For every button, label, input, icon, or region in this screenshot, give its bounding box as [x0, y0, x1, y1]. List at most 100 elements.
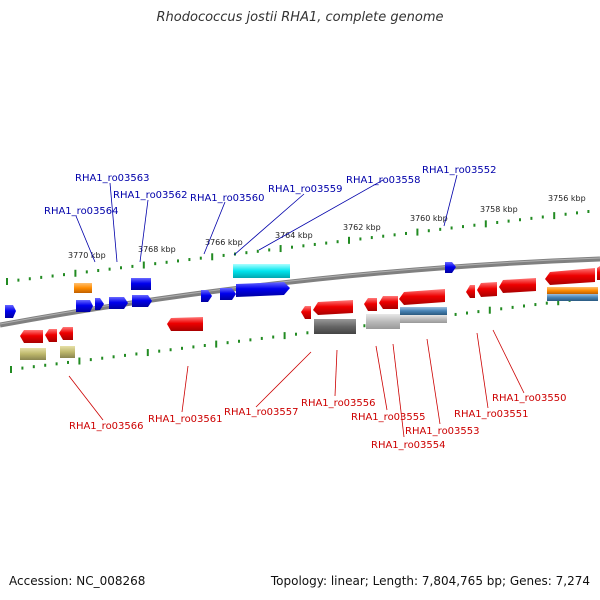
scale-tick — [188, 258, 191, 262]
scale-labels: 3770 kbp 3768 kbp 3766 kbp 3764 kbp 3762… — [68, 194, 586, 260]
gene-box[interactable] — [314, 319, 356, 334]
scale-tick — [576, 211, 578, 215]
scale-tick — [462, 225, 464, 229]
gene-arrow[interactable] — [301, 306, 311, 319]
gene-box[interactable] — [233, 264, 290, 278]
scale-tick — [215, 340, 218, 348]
gene-arrow[interactable] — [76, 300, 93, 312]
scale-tick — [32, 365, 35, 369]
scale-tick — [256, 249, 259, 253]
reverse-labels: RHA1_ro03566 RHA1_ro03561 RHA1_ro03557 R… — [69, 393, 567, 451]
scale-tick — [63, 273, 65, 277]
gene-arrow[interactable] — [45, 329, 57, 342]
scale-tick — [40, 275, 43, 279]
scale-tick — [28, 277, 31, 281]
gene-arrow[interactable] — [236, 282, 290, 297]
reverse-strand-genes — [20, 266, 600, 360]
scale-tick — [313, 242, 316, 246]
topology-text: Topology: linear; Length: 7,804,765 bp; … — [270, 574, 590, 588]
scale-tick — [473, 223, 476, 227]
scale-tick — [587, 210, 590, 213]
gene-arrow[interactable] — [445, 262, 456, 273]
scale-tick — [450, 226, 453, 230]
scale-tick — [272, 335, 275, 339]
gene-box[interactable] — [20, 348, 46, 360]
gene-arrow[interactable] — [59, 327, 73, 340]
gene-arrow[interactable] — [597, 266, 600, 280]
gene-label[interactable]: RHA1_ro03562 — [113, 190, 188, 201]
gene-box[interactable] — [400, 307, 447, 315]
scale-tick — [97, 269, 100, 273]
gene-arrow[interactable] — [109, 297, 128, 309]
gene-arrow[interactable] — [364, 298, 377, 311]
gene-arrow[interactable] — [132, 295, 152, 307]
scale-label: 3766 kbp — [205, 238, 243, 247]
gene-label[interactable]: RHA1_ro03560 — [190, 193, 265, 204]
gene-box[interactable] — [366, 314, 400, 329]
forward-leaders — [75, 174, 458, 263]
gene-label[interactable]: RHA1_ro03551 — [454, 409, 529, 420]
gene-label[interactable]: RHA1_ro03566 — [69, 421, 144, 432]
gene-label[interactable]: RHA1_ro03550 — [492, 393, 567, 404]
gene-label[interactable]: RHA1_ro03556 — [301, 398, 376, 409]
scale-tick — [158, 349, 161, 353]
gene-label[interactable]: RHA1_ro03558 — [346, 175, 421, 186]
scale-tick — [101, 356, 104, 360]
scale-tick — [6, 278, 8, 285]
gene-label[interactable]: RHA1_ro03561 — [148, 414, 223, 425]
gene-label[interactable]: RHA1_ro03555 — [351, 412, 426, 423]
scale-tick — [336, 240, 339, 244]
scale-tick — [199, 256, 202, 260]
gene-box[interactable] — [131, 278, 151, 290]
gene-arrow[interactable] — [379, 296, 398, 309]
scale-tick — [359, 237, 362, 241]
gene-arrow[interactable] — [220, 288, 236, 300]
scale-tick — [17, 278, 20, 282]
scale-tick — [545, 301, 548, 305]
scale-track-top — [4, 211, 600, 281]
gene-arrow[interactable] — [466, 285, 475, 298]
gene-label[interactable]: RHA1_ro03552 — [422, 165, 497, 176]
scale-tick — [85, 270, 88, 274]
gene-arrow[interactable] — [399, 289, 445, 305]
scale-tick — [477, 310, 480, 314]
scale-tick — [131, 264, 134, 268]
scale-tick — [21, 366, 24, 370]
scale-tick — [564, 212, 567, 216]
gene-label[interactable]: RHA1_ro03559 — [268, 184, 343, 195]
gene-arrow[interactable] — [95, 298, 104, 310]
scale-tick — [306, 331, 309, 335]
gene-box[interactable] — [547, 294, 598, 301]
gene-label[interactable]: RHA1_ro03557 — [224, 407, 299, 418]
gene-arrow[interactable] — [20, 330, 43, 343]
gene-label[interactable]: RHA1_ro03554 — [371, 440, 446, 451]
gene-box[interactable] — [400, 315, 447, 323]
gene-arrow[interactable] — [313, 300, 353, 315]
gene-box[interactable] — [547, 287, 598, 294]
scale-tick — [283, 332, 286, 340]
gene-arrow[interactable] — [499, 278, 536, 293]
scale-tick — [120, 266, 122, 270]
scale-tick — [10, 366, 12, 373]
scale-tick — [466, 311, 468, 315]
scale-label: 3768 kbp — [138, 245, 176, 254]
scale-label: 3764 kbp — [275, 231, 313, 240]
scale-tick — [249, 338, 252, 342]
gene-label[interactable]: RHA1_ro03564 — [44, 206, 119, 217]
gene-arrow[interactable] — [545, 268, 595, 285]
scale-tick — [553, 212, 556, 220]
scale-tick — [192, 345, 195, 349]
forward-labels: RHA1_ro03563 RHA1_ro03562 RHA1_ro03564 R… — [44, 165, 497, 217]
gene-box[interactable] — [60, 346, 75, 358]
gene-box[interactable] — [74, 283, 92, 293]
scale-tick — [534, 303, 537, 307]
gene-arrow[interactable] — [201, 290, 212, 302]
gene-label[interactable]: RHA1_ro03553 — [405, 426, 480, 437]
scale-tick — [523, 304, 525, 308]
gene-arrow[interactable] — [167, 317, 203, 331]
scale-tick — [268, 248, 271, 252]
gene-label[interactable]: RHA1_ro03563 — [75, 173, 150, 184]
gene-arrow[interactable] — [477, 282, 497, 297]
gene-arrow[interactable] — [5, 305, 16, 318]
